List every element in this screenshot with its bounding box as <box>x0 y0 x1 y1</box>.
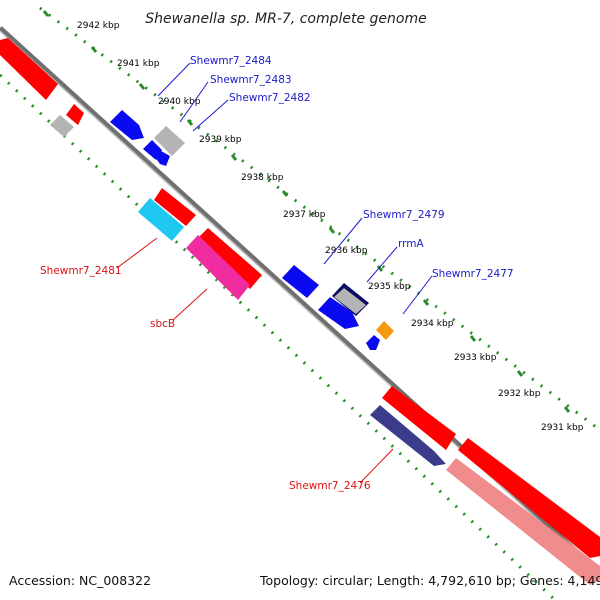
kbp-tick <box>328 227 336 234</box>
leader-line <box>192 99 229 132</box>
kbp-label: 2936 kbp <box>325 246 368 256</box>
gene-arrow-cyan[interactable] <box>138 198 184 241</box>
kbp-label: 2934 kbp <box>411 319 454 329</box>
kbp-tick <box>516 370 524 377</box>
gene-arrow-red[interactable] <box>154 188 196 226</box>
kbp-tick <box>281 190 289 197</box>
topology-text: Topology: circular; Length: 4,792,610 bp… <box>259 573 600 588</box>
gene-label-forward[interactable]: Shewmr7_2479 <box>363 209 445 221</box>
gene-label-forward[interactable]: Shewmr7_2483 <box>210 74 292 86</box>
gene-arrow-blue[interactable] <box>110 110 144 140</box>
kbp-tick <box>563 406 571 413</box>
kbp-labels: 2942 kbp 2941 kbp 2940 kbp 2939 kbp 2938… <box>77 21 584 433</box>
leader-line <box>157 62 191 97</box>
reverse-genes <box>0 38 600 585</box>
gene-arrow-blue[interactable] <box>282 265 319 298</box>
gene-arrow-gray[interactable] <box>334 288 366 314</box>
gene-arrow-blue[interactable] <box>155 151 170 166</box>
accession-text: Accession: NC_008322 <box>9 573 151 588</box>
gene-label-forward[interactable]: Shewmr7_2484 <box>190 55 272 67</box>
label-leaders <box>116 62 433 484</box>
gene-arrow-blue[interactable] <box>366 335 380 350</box>
kbp-label: 2938 kbp <box>241 173 284 183</box>
gene-arrow-red[interactable] <box>0 38 58 100</box>
leader-line <box>359 448 394 484</box>
gene-arrow-gray[interactable] <box>154 126 185 156</box>
gene-arrow-red[interactable] <box>458 438 600 558</box>
leader-line <box>172 288 208 321</box>
gene-arrow-slate[interactable] <box>370 405 446 466</box>
backbone-line-inner <box>0 30 600 577</box>
gene-label-reverse[interactable]: Shewmr7_2476 <box>289 480 371 492</box>
kbp-tick <box>138 83 146 90</box>
kbp-label: 2933 kbp <box>454 353 497 363</box>
gene-arrow-red[interactable] <box>198 228 262 289</box>
kbp-label: 2941 kbp <box>117 59 160 69</box>
gene-arrow-red[interactable] <box>66 104 84 125</box>
map-title: Shewanella sp. MR-7, complete genome <box>145 11 426 27</box>
kbp-tick <box>469 335 477 342</box>
gene-labels: Shewmr7_2484 Shewmr7_2483 Shewmr7_2482 S… <box>40 55 514 492</box>
kbp-tick <box>90 46 98 53</box>
leader-line <box>366 246 398 283</box>
kbp-label: 2932 kbp <box>498 389 541 399</box>
kbp-label: 2935 kbp <box>368 282 411 292</box>
kbp-ticks <box>42 10 571 413</box>
gene-arrow-magenta[interactable] <box>186 235 250 300</box>
kbp-label: 2942 kbp <box>77 21 120 31</box>
upper-tick-track <box>39 6 600 432</box>
kbp-label: 2940 kbp <box>158 97 201 107</box>
kbp-label: 2931 kbp <box>541 423 584 433</box>
kbp-tick <box>422 299 430 306</box>
gene-arrow-red[interactable] <box>382 386 456 450</box>
gene-label-forward[interactable]: rrmA <box>398 238 424 250</box>
forward-genes <box>110 110 446 466</box>
kbp-tick <box>186 119 194 126</box>
gene-arrow-orange[interactable] <box>376 321 394 340</box>
gene-arrow-pink[interactable] <box>446 458 600 585</box>
kbp-label: 2939 kbp <box>199 135 242 145</box>
leader-line <box>116 237 158 269</box>
gene-arrow-blue[interactable] <box>318 297 359 329</box>
leader-line <box>402 275 433 315</box>
kbp-label: 2937 kbp <box>283 210 326 220</box>
genome-backbone <box>0 26 600 577</box>
kbp-tick <box>230 154 238 161</box>
gene-label-reverse[interactable]: sbcB <box>150 318 175 330</box>
kbp-tick <box>42 10 50 17</box>
gene-label-forward[interactable]: Shewmr7_2482 <box>229 92 311 104</box>
gene-label-forward[interactable]: Shewmr7_2477 <box>432 268 514 280</box>
scale-tracks <box>0 6 600 600</box>
leader-line <box>323 217 363 265</box>
gene-label-reverse[interactable]: Shewmr7_2481 <box>40 265 122 277</box>
gene-arrow-gray[interactable] <box>50 115 74 137</box>
kbp-tick <box>376 265 384 272</box>
leader-line <box>179 81 209 123</box>
